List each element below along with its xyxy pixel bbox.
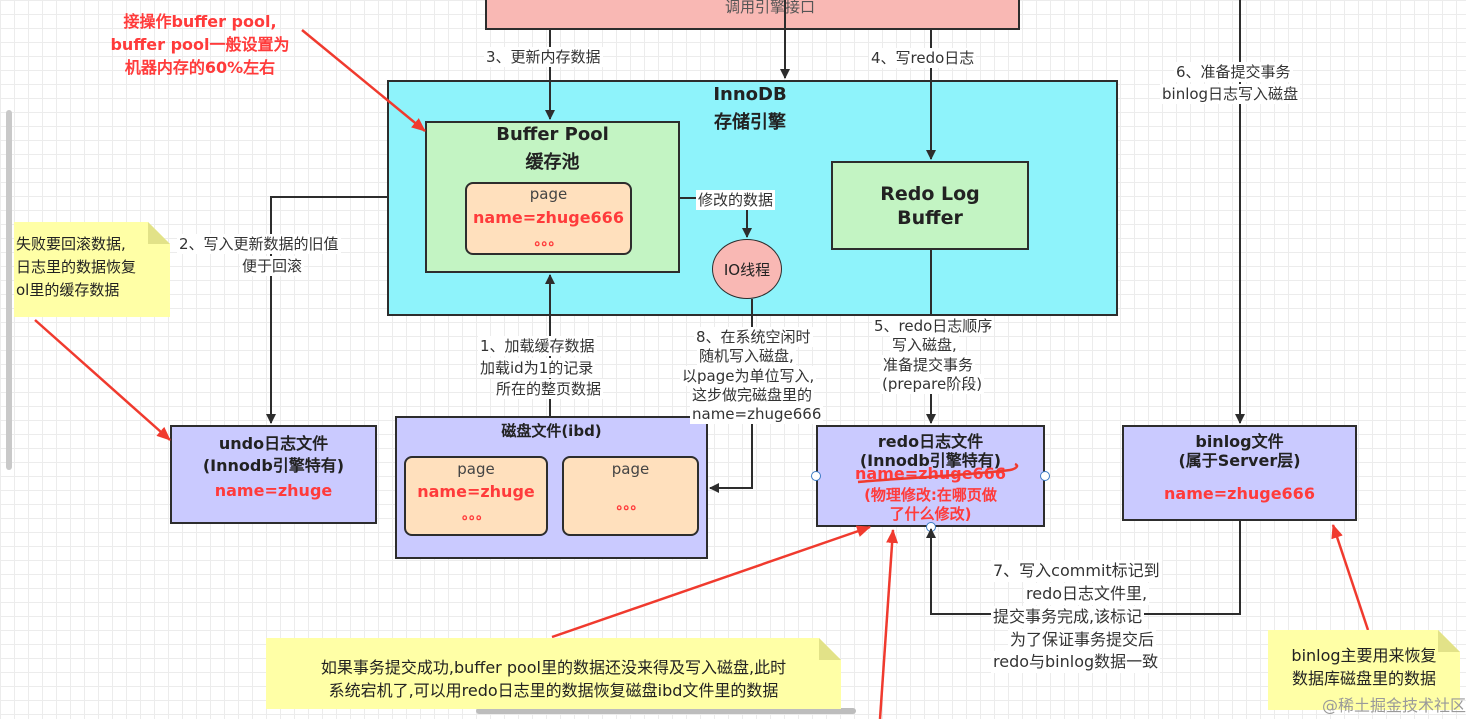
step-1-line-1: 1、加载缓存数据 <box>478 336 597 356</box>
undo-log-file-subtitle: (Innodb引擎特有) <box>202 456 345 475</box>
step-1-line-2: 加载id为1的记录 <box>478 358 596 378</box>
red-arrow-binlog <box>1331 524 1370 631</box>
annotation-buffer-pool-line-2: buffer pool一般设置为 <box>110 35 290 54</box>
disk-page-2-label: page <box>611 460 650 478</box>
step-6-line-1: 6、准备提交事务 <box>1174 62 1293 82</box>
red-arrow-redo-2 <box>878 529 899 719</box>
step-7-line-5: redo与binlog数据一致 <box>991 651 1161 673</box>
buffer-pool-subtitle: 缓存池 <box>525 152 580 173</box>
undo-log-file-title: undo日志文件 <box>218 434 329 453</box>
step-8-line-5: name=zhuge666 <box>690 404 824 424</box>
binlog-file-name: name=zhuge666 <box>1164 484 1315 503</box>
crash-recovery-note: 如果事务提交成功,buffer pool里的数据还没来得及写入磁盘,此时 系统宕… <box>266 638 841 709</box>
disk-file-title: 磁盘文件(ibd) <box>501 422 602 440</box>
vertical-scrollbar[interactable] <box>6 110 12 470</box>
binlog-note: binlog主要用来恢复 数据库磁盘里的数据 <box>1268 630 1460 710</box>
watermark: @稀土掘金技术社区 <box>1321 696 1466 715</box>
rollback-note-line-2: 日志里的数据恢复 <box>16 258 137 276</box>
redo-log-file-note-1: (物理修改:在哪页做 <box>864 486 997 504</box>
disk-page-1-label: page <box>457 460 495 478</box>
binlog-file-title: binlog文件 <box>1195 432 1284 451</box>
buffer-pool-title: Buffer Pool <box>496 124 609 145</box>
binlog-note-line-2: 数据库磁盘里的数据 <box>1291 669 1436 688</box>
step-5-line-3: 准备提交事务 <box>881 355 976 375</box>
redo-underline-scribble <box>857 462 1019 484</box>
engine-interface-box <box>485 0 1020 30</box>
annotation-buffer-pool-line-3: 机器内存的60%左右 <box>124 58 276 77</box>
disk-page-1-name: name=zhuge <box>417 482 535 501</box>
step-7-line-1: 7、写入commit标记到 <box>991 560 1162 582</box>
disk-page-1 <box>404 456 548 536</box>
buffer-pool-page-dots: 。。。 <box>534 233 563 249</box>
binlog-file-box <box>1122 425 1357 521</box>
red-arrow-undo <box>34 319 171 441</box>
innodb-subtitle: 存储引擎 <box>714 112 786 133</box>
undo-log-file-box <box>170 425 377 524</box>
buffer-pool-page <box>465 182 632 255</box>
step-5-line-1: 5、redo日志顺序 <box>872 316 995 336</box>
binlog-file-subtitle: (属于Server层) <box>1178 451 1301 470</box>
rollback-note: 失败要回滚数据, 日志里的数据恢复 ol里的缓存数据 <box>14 222 170 317</box>
step-2-line-2: 便于回滚 <box>240 256 305 276</box>
red-arrow-redo-1 <box>551 525 871 639</box>
buffer-pool-page-name: name=zhuge666 <box>473 208 624 227</box>
step-5-line-2: 写入磁盘, <box>890 335 959 355</box>
rollback-note-line-1: 失败要回滚数据, <box>16 235 126 253</box>
step-7-line-3: 提交事务完成,该标记 <box>991 606 1145 628</box>
rollback-note-line-3: ol里的缓存数据 <box>16 281 120 299</box>
arrow-write-undo <box>266 196 387 424</box>
step-5-line-4: (prepare阶段) <box>880 374 985 394</box>
disk-page-1-dots: 。。。 <box>462 507 490 523</box>
innodb-title: InnoDB <box>713 84 787 105</box>
undo-log-file-name: name=zhuge <box>214 481 333 500</box>
step-8-line-3: 以page为单位写入, <box>680 366 817 386</box>
red-arrow-buffer-pool <box>301 29 426 132</box>
step-4-label: 4、写redo日志 <box>869 48 977 68</box>
selection-handle-right[interactable] <box>1040 471 1050 481</box>
step-7-line-4: 为了保证事务提交后 <box>1008 629 1157 651</box>
redo-log-buffer-box <box>831 161 1029 250</box>
crash-recovery-note-line-2: 系统宕机了,可以用redo日志里的数据恢复磁盘ibd文件里的数据 <box>328 681 779 700</box>
step-8-line-1: 8、在系统空闲时 <box>694 327 813 347</box>
io-thread-circle <box>712 239 782 299</box>
redo-log-buffer-line1: Redo Log <box>880 183 980 205</box>
horizontal-scrollbar[interactable] <box>476 708 856 714</box>
redo-log-file-title: redo日志文件 <box>877 432 984 451</box>
disk-page-2-dots: 。。。 <box>616 497 645 513</box>
step-7-line-2: redo日志文件里, <box>1024 583 1150 605</box>
buffer-pool-page-label: page <box>529 185 568 203</box>
redo-log-file-subtitle: (Innodb引擎特有) <box>859 451 1002 470</box>
step-1-line-3: 所在的整页数据 <box>494 379 604 399</box>
redo-log-buffer-line2: Buffer <box>897 207 963 229</box>
step-2-line-1: 2、写入更新数据的旧值 <box>177 234 341 254</box>
io-thread-label: IO线程 <box>723 261 771 279</box>
step-6-line-2: binlog日志写入磁盘 <box>1160 84 1301 104</box>
modified-data-label: 修改的数据 <box>696 190 776 210</box>
step-8-line-2: 随机写入磁盘, <box>697 346 796 366</box>
engine-interface-label: 调用引擎接口 <box>724 0 815 16</box>
crash-recovery-note-line-1: 如果事务提交成功,buffer pool里的数据还没来得及写入磁盘,此时 <box>320 658 787 677</box>
step-3-label: 3、更新内存数据 <box>484 47 603 67</box>
disk-page-2 <box>562 456 699 536</box>
step-8-line-4: 这步做完磁盘里的 <box>690 385 815 405</box>
selection-handle-left[interactable] <box>811 471 821 481</box>
redo-log-file-note-2: 了什么修改) <box>889 505 972 523</box>
annotation-buffer-pool-line-1: 接操作buffer pool, <box>123 12 277 31</box>
binlog-note-line-1: binlog主要用来恢复 <box>1291 646 1437 665</box>
